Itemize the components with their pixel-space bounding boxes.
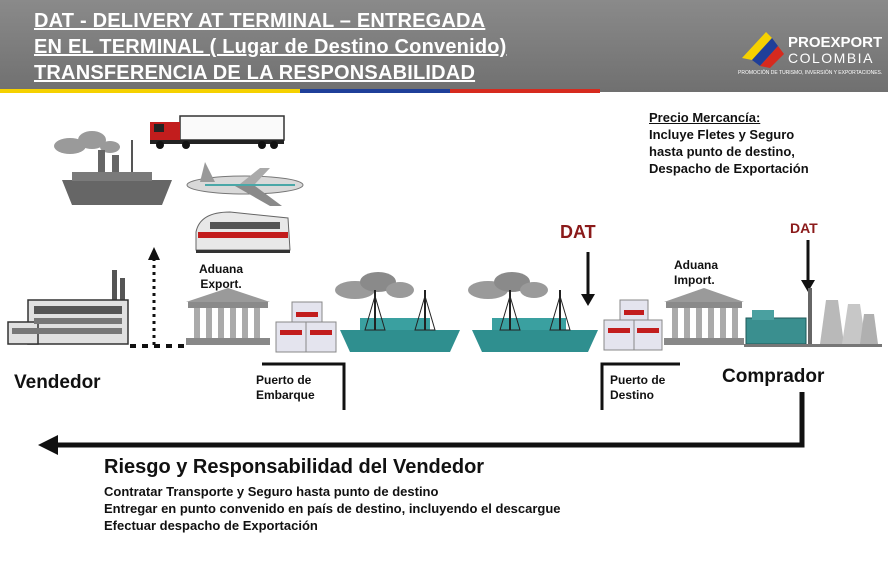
flag-stripe-blue [300, 89, 450, 93]
puerto-embarque-label: Puerto de Embarque [256, 373, 315, 403]
puerto-destino-label: Puerto de Destino [610, 373, 665, 403]
price-note-line-2: hasta punto de destino, [649, 144, 795, 159]
aduana-export-line-2: Export. [200, 277, 242, 291]
proexport-logo: PROEXPORT COLOMBIA PROMOCIÓN DE TURISMO,… [738, 28, 883, 84]
aduana-export-line-1: Aduana [199, 262, 244, 276]
airplane-icon [186, 162, 304, 206]
ship-icon [335, 272, 460, 352]
dotted-arrow-head-icon [148, 247, 160, 260]
header-banner: DAT - DELIVERY AT TERMINAL – ENTREGADA E… [0, 0, 888, 92]
dat-arrow-head-icon [801, 280, 815, 292]
aduana-import-label: Aduana Import. [674, 258, 718, 288]
puerto-embarque-line-2: Embarque [256, 388, 315, 402]
price-note: Precio Mercancía: Incluye Fletes y Segur… [649, 109, 809, 177]
smoke-icon [54, 131, 120, 154]
aduana-import-line-1: Aduana [674, 258, 719, 272]
customs-building-icon [186, 288, 270, 345]
responsibility-arrow-head-icon [38, 435, 58, 455]
cargo-boxes-icon [275, 301, 337, 353]
dat-label-left: DAT [560, 222, 596, 242]
responsibility-arrow-line [56, 392, 805, 448]
ship-icon [468, 272, 598, 352]
train-icon [195, 211, 291, 253]
title-line-1: DAT - DELIVERY AT TERMINAL – ENTREGADA [34, 10, 486, 32]
puerto-embarque-bracket [262, 362, 346, 410]
price-note-line-3: Despacho de Exportación [649, 161, 809, 176]
risk-responsibility-title: Riesgo y Responsabilidad del Vendedor [104, 456, 485, 478]
factory-icon [7, 270, 129, 345]
title-line-2: EN EL TERMINAL ( Lugar de Destino Conven… [34, 36, 507, 58]
responsibility-line-1: Contratar Transporte y Seguro hasta punt… [104, 484, 439, 499]
vendedor-label: Vendedor [14, 372, 101, 393]
comprador-label: Comprador [722, 366, 825, 387]
price-note-line-1: Incluye Fletes y Seguro [649, 127, 795, 142]
customs-building-icon [664, 288, 744, 345]
flag-stripe-yellow [0, 89, 300, 93]
price-note-title: Precio Mercancía: [649, 110, 761, 125]
truck-icon [150, 115, 285, 149]
old-ship-icon [62, 140, 172, 205]
logo-flag-icon [742, 32, 784, 68]
responsibility-line-2: Entregar en punto convenido en país de d… [104, 501, 561, 516]
aduana-export-label: Aduana Export. [199, 262, 243, 292]
puerto-destino-line-2: Destino [610, 388, 655, 402]
logo-tagline: PROMOCIÓN DE TURISMO, INVERSIÓN Y EXPORT… [738, 70, 883, 76]
dat-label-right: DAT [790, 220, 818, 236]
puerto-destino-line-1: Puerto de [610, 373, 666, 387]
logo-name: PROEXPORT [788, 34, 883, 51]
puerto-embarque-line-1: Puerto de [256, 373, 312, 387]
flag-stripe-red [450, 89, 600, 93]
logo-country: COLOMBIA [788, 50, 874, 66]
dat-arrow-head-icon [581, 294, 595, 306]
cargo-boxes-icon [603, 299, 663, 351]
responsibility-line-3: Efectuar despacho de Exportación [104, 518, 318, 533]
aduana-import-line-2: Import. [674, 273, 715, 287]
power-plant-icon [744, 288, 882, 347]
title-line-3: TRANSFERENCIA DE LA RESPONSABILIDAD [34, 62, 476, 84]
puerto-destino-bracket [600, 362, 680, 410]
